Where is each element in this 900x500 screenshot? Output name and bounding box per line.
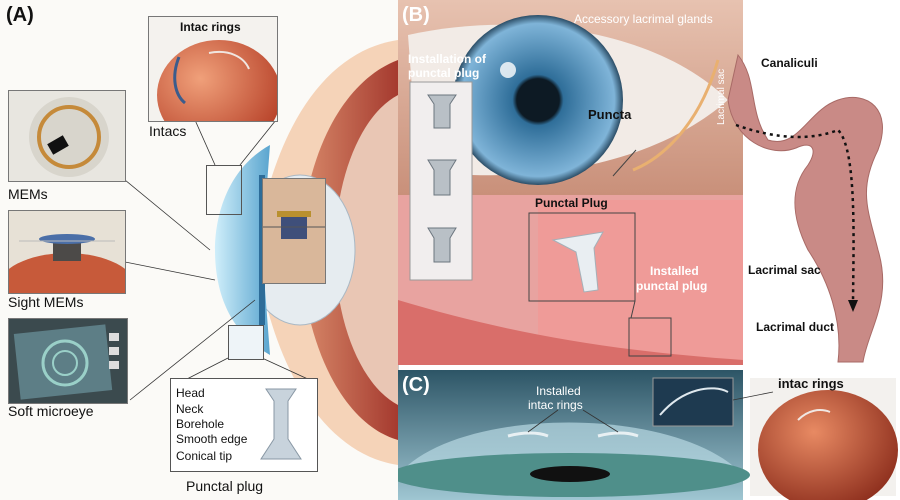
- mems-label: MEMs: [8, 186, 48, 202]
- mems-image: [8, 90, 126, 182]
- panel-a: (A) Intac rings Intacs MEMs Sight MEMs: [0, 0, 399, 500]
- eye-retina: [335, 95, 398, 405]
- plug-part-head: Head: [176, 386, 205, 400]
- plug-part-smooth-edge: Smooth edge: [176, 432, 248, 446]
- intac-rings-inset: [148, 16, 278, 122]
- panel-c-letter: (C): [402, 374, 430, 396]
- installation-label-line1: Installation of: [408, 52, 486, 66]
- punctal-plug-caption: Punctal plug: [186, 478, 264, 494]
- implant-inset: [262, 178, 326, 284]
- panel-b: (B) Accessory lacrimal glands Installati…: [398, 0, 900, 365]
- intacs-zoom-box: [206, 165, 242, 215]
- panel-b-letter: (B): [402, 4, 430, 26]
- installed-punctal-plug-line2: punctal plug: [636, 279, 708, 293]
- intacs-label: Intacs: [149, 123, 187, 139]
- panel-b-illustration: [398, 0, 884, 365]
- sight-mems-image: [8, 210, 126, 294]
- panel-c: (C) Installed intac rings intac rings: [398, 370, 900, 500]
- punctal-plug-diagram: [170, 378, 318, 472]
- plug-part-conical-tip: Conical tip: [176, 449, 233, 463]
- intac-rings-label: Intac rings: [180, 20, 241, 34]
- panel-c-illustration: [398, 370, 898, 500]
- lacrimal-sac-label: Lacrimal sac: [748, 263, 821, 277]
- canaliculi-label: Canaliculi: [761, 56, 818, 70]
- installed-punctal-plug-line1: Installed: [650, 264, 699, 278]
- panel-a-letter: (A): [6, 4, 34, 26]
- plug-part-neck: Neck: [176, 402, 204, 416]
- iris-photo: [453, 15, 623, 185]
- tear-flow-arrow: [848, 300, 858, 312]
- sight-mems-label: Sight MEMs: [8, 294, 84, 310]
- accessory-glands-label: Accessory lacrimal glands: [574, 12, 713, 26]
- tear-flow-path: [735, 123, 855, 311]
- installed-intac-rings-line2: intac rings: [528, 398, 583, 412]
- lacrimal-duct-shape: [727, 53, 884, 363]
- puncta-label: Puncta: [588, 107, 632, 122]
- plug-part-borehole: Borehole: [176, 417, 225, 431]
- soft-microeye-label: Soft microeye: [8, 403, 94, 419]
- installed-intac-rings-line1: Installed: [536, 384, 581, 398]
- soft-microeye-image: [8, 318, 128, 404]
- punctal-plug-zoom-box: [228, 325, 264, 360]
- installation-label-line2: punctal plug: [408, 66, 480, 80]
- cornea: [215, 145, 270, 355]
- lacrimal-duct-label: Lacrimal duct: [756, 320, 835, 334]
- intac-rings-c-label: intac rings: [778, 376, 844, 391]
- lacrimal-sac-vertical-label: Lacrimal sac: [716, 68, 727, 125]
- punctal-plug-label: Punctal Plug: [535, 196, 608, 210]
